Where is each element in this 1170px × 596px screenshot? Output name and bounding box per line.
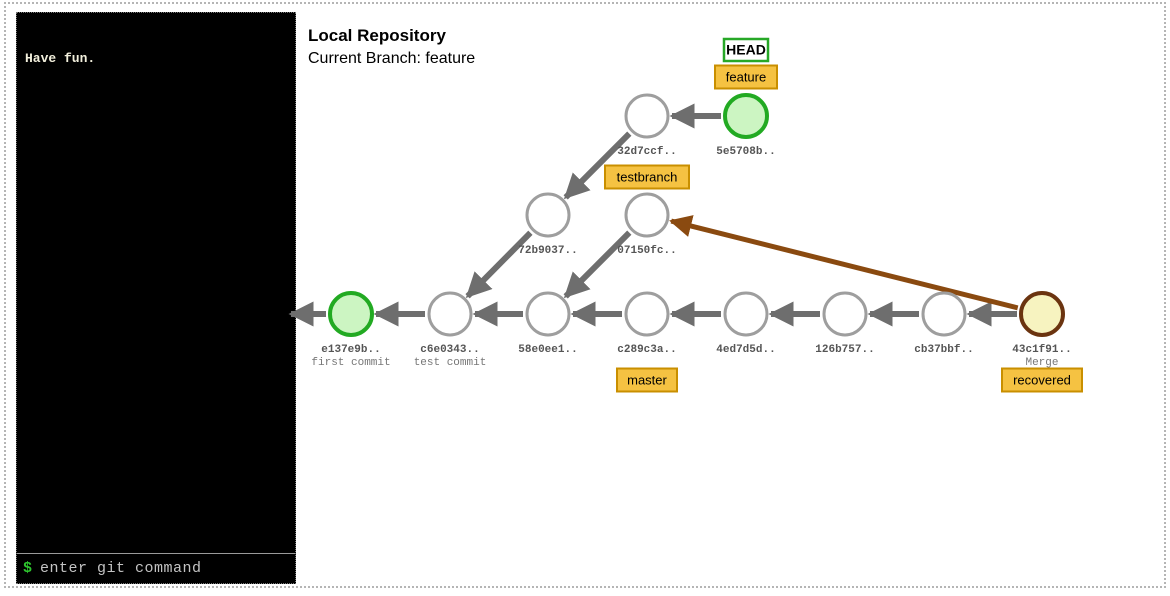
edge-72b9037-to-c6e0343 [465, 230, 533, 299]
commit-43c1f91-circle[interactable] [1019, 291, 1065, 337]
terminal-output-line: Have fun. [25, 51, 96, 66]
badge-feature-label: feature [726, 69, 766, 84]
app-page: Have fun. $ Local Repository Current Bra… [4, 2, 1166, 588]
edge-43c1f91-to-07150fc [669, 215, 1019, 311]
badge-recovered-box[interactable] [1001, 367, 1083, 393]
commit-126b757[interactable]: 126b757.. [815, 291, 875, 356]
commit-graph: 32d7ccf.. 5e5708b.. 72b9037.. 07150fc.. e137… [288, 12, 1168, 584]
commit-07150fc[interactable]: 07150fc.. [617, 192, 677, 257]
badge-head-label: HEAD [726, 42, 766, 58]
badge-feature[interactable]: feature [714, 64, 778, 90]
badge-testbranch-box[interactable] [604, 164, 690, 190]
badge-master-box[interactable] [616, 367, 678, 393]
edge-07150fc-to-58e0ee1 [563, 230, 632, 299]
commit-4ed7d5d-id: 4ed7d5d.. [716, 344, 775, 356]
commit-cb37bbf-id: cb37bbf.. [914, 344, 973, 356]
commit-43c1f91-id: 43c1f91.. [1012, 344, 1071, 356]
commit-58e0ee1[interactable]: 58e0ee1.. [518, 291, 578, 356]
edge-layer [288, 103, 1019, 327]
commit-c6e0343[interactable]: c6e0343..test commit [414, 291, 487, 369]
commit-c6e0343-circle[interactable] [427, 291, 473, 337]
commit-e137e9b[interactable]: e137e9b..first commit [311, 291, 391, 369]
edge-32d7ccf-to-72b9037 [563, 131, 632, 200]
commit-5e5708b-circle[interactable] [723, 93, 769, 139]
commit-4ed7d5d[interactable]: 4ed7d5d.. [716, 291, 776, 356]
prompt-symbol: $ [23, 560, 33, 577]
commit-32d7ccf-circle[interactable] [624, 93, 670, 139]
badge-head-box[interactable] [722, 37, 770, 63]
commit-72b9037-circle[interactable] [525, 192, 571, 238]
commit-5e5708b[interactable]: 5e5708b.. [716, 93, 776, 158]
commit-43c1f91-message: Merge [1025, 357, 1058, 369]
commit-cb37bbf[interactable]: cb37bbf.. [914, 291, 974, 356]
badge-head[interactable]: HEAD [722, 37, 770, 63]
commit-e137e9b-circle[interactable] [328, 291, 374, 337]
badge-master-label: master [627, 372, 667, 387]
commit-4ed7d5d-circle[interactable] [723, 291, 769, 337]
commit-32d7ccf-id: 32d7ccf.. [617, 146, 676, 158]
badge-recovered-label: recovered [1013, 372, 1071, 387]
commit-58e0ee1-circle[interactable] [525, 291, 571, 337]
badge-testbranch[interactable]: testbranch [604, 164, 690, 190]
commit-43c1f91[interactable]: 43c1f91..Merge [1012, 291, 1072, 369]
repository-panel: Local Repository Current Branch: feature… [288, 12, 1158, 580]
commit-c6e0343-message: test commit [414, 357, 487, 369]
commit-e137e9b-id: e137e9b.. [321, 344, 380, 356]
commit-07150fc-circle[interactable] [624, 192, 670, 238]
commit-c289c3a-id: c289c3a.. [617, 344, 676, 356]
terminal-panel: Have fun. $ [16, 12, 296, 584]
commit-c289c3a-circle[interactable] [624, 291, 670, 337]
commit-32d7ccf[interactable]: 32d7ccf.. [617, 93, 677, 158]
commit-126b757-id: 126b757.. [815, 344, 874, 356]
commit-07150fc-id: 07150fc.. [617, 245, 676, 257]
current-branch-label: Current Branch: feature [308, 50, 476, 67]
commit-72b9037[interactable]: 72b9037.. [518, 192, 578, 257]
commit-5e5708b-id: 5e5708b.. [716, 146, 775, 158]
git-command-input[interactable] [38, 559, 289, 578]
badge-feature-box[interactable] [714, 64, 778, 90]
badge-recovered[interactable]: recovered [1001, 367, 1083, 393]
badge-testbranch-label: testbranch [617, 169, 678, 184]
commit-c289c3a[interactable]: c289c3a.. [617, 291, 677, 356]
badge-layer: HEAD feature testbranch master recovered [604, 37, 1083, 393]
commit-cb37bbf-circle[interactable] [921, 291, 967, 337]
commit-72b9037-id: 72b9037.. [518, 245, 577, 257]
commit-c6e0343-id: c6e0343.. [420, 344, 479, 356]
repository-title: Local Repository [308, 26, 446, 45]
commit-graph-svg: 32d7ccf.. 5e5708b.. 72b9037.. 07150fc.. e137… [288, 37, 1083, 393]
badge-master[interactable]: master [616, 367, 678, 393]
node-layer: 32d7ccf.. 5e5708b.. 72b9037.. 07150fc.. e137… [311, 93, 1072, 369]
commit-126b757-circle[interactable] [822, 291, 868, 337]
commit-58e0ee1-id: 58e0ee1.. [518, 344, 577, 356]
terminal-input-row[interactable]: $ [17, 553, 295, 583]
terminal-output: Have fun. [17, 13, 295, 549]
commit-e137e9b-message: first commit [311, 357, 390, 369]
